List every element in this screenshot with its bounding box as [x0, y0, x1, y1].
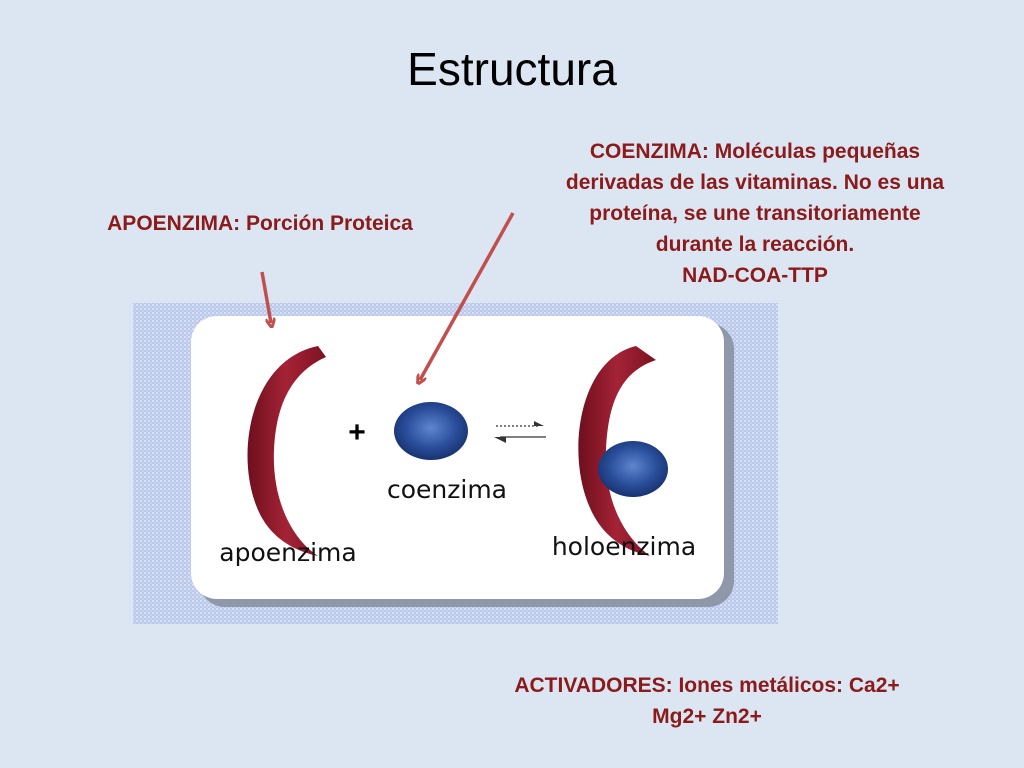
slide-title: Estructura	[407, 43, 617, 95]
apoenzima-annotation-text: APOENZIMA: Porción Proteica	[107, 212, 413, 235]
activadores-annotation-line-1: ACTIVADORES: Iones metálicos: Ca2+	[514, 674, 900, 697]
holoenzima-diagram-label: holoenzima	[552, 532, 696, 561]
coenzima-annotation-line-4: durante la reacción.	[655, 233, 855, 256]
coenzima-diagram-label: coenzima	[387, 475, 507, 504]
coenzima-annotation-line-1: COENZIMA: Moléculas pequeñas	[589, 140, 921, 163]
coenzima-annotation-line-5: NAD-COA-TTP	[682, 264, 828, 287]
coenzima-pointer-arrow	[420, 212, 515, 380]
apoenzima-diagram-label: apoenzima	[219, 538, 356, 567]
holoenzima-coenzima-shape	[598, 441, 668, 497]
activadores-annotation-line-2: Mg2+ Zn2+	[652, 705, 762, 728]
apoenzima-annotation: APOENZIMA: Porción Proteica	[60, 208, 460, 239]
coenzima-annotation-line-3: proteína, se une transitoriamente	[589, 202, 921, 225]
coenzima-annotation: COENZIMA: Moléculas pequeñas derivadas d…	[505, 136, 1005, 291]
diagram-card	[191, 316, 724, 599]
apoenzima-pointer-arrow	[260, 271, 271, 323]
holoenzima-shape	[578, 346, 656, 556]
reverse-arrow-head	[494, 437, 506, 443]
forward-arrow-head	[534, 421, 544, 426]
apoenzima-shape	[247, 346, 326, 556]
plus-sign: +	[348, 416, 366, 449]
coenzima-shape	[394, 402, 468, 460]
coenzima-annotation-line-2: derivadas de las vitaminas. No es una	[565, 171, 945, 194]
activadores-annotation: ACTIVADORES: Iones metálicos: Ca2+ Mg2+ …	[432, 670, 982, 732]
